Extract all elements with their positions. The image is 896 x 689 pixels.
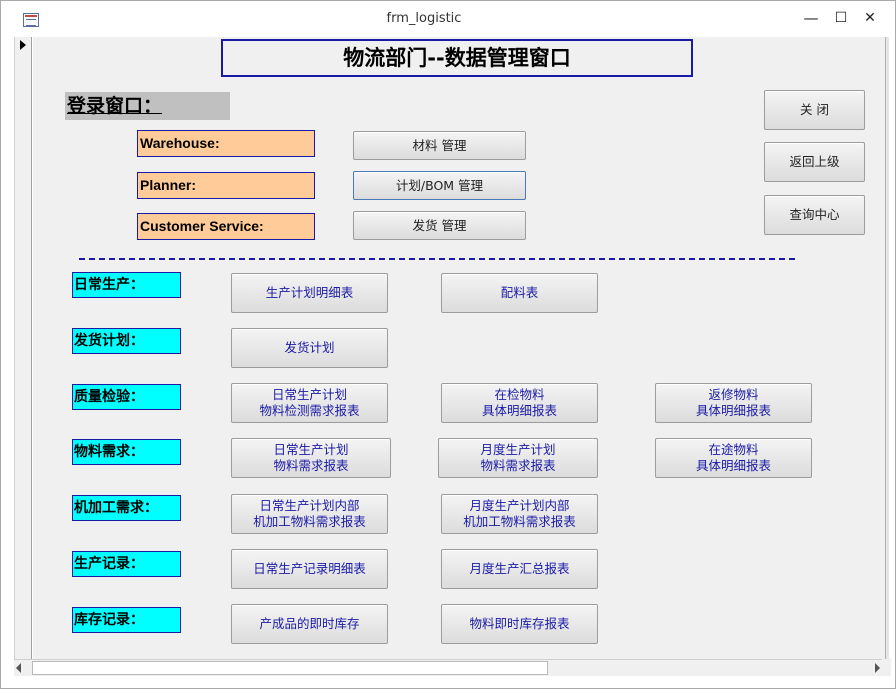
rework-material-button[interactable]: 返修物料 具体明细报表	[655, 383, 812, 423]
shipping-plan-label: 发货计划：	[72, 328, 181, 354]
production-plan-detail-button[interactable]: 生产计划明细表	[231, 273, 388, 313]
scroll-thumb[interactable]	[32, 661, 548, 675]
monthly-production-summary-button[interactable]: 月度生产汇总报表	[441, 549, 598, 589]
title-bar: frm_logistic — ☐ ✕	[1, 1, 895, 37]
minimize-button[interactable]: —	[803, 9, 819, 27]
daily-production-label: 日常生产：	[72, 272, 181, 298]
button-line-1: 返修物料	[708, 387, 759, 402]
daily-inspection-report-button[interactable]: 日常生产计划 物料检测需求报表	[231, 383, 388, 423]
scroll-left-icon[interactable]	[16, 663, 21, 673]
quality-inspection-label: 质量检验：	[72, 384, 181, 410]
current-record-arrow-icon	[20, 40, 26, 50]
button-line-2: 机加工物料需求报表	[463, 514, 576, 529]
page-title: 物流部门--数据管理窗口	[221, 39, 693, 77]
plan-bom-manage-button[interactable]: 计划/BOM 管理	[353, 171, 526, 200]
material-demand-label: 物料需求：	[72, 439, 181, 465]
back-button[interactable]: 返回上级	[764, 142, 865, 182]
daily-material-demand-button[interactable]: 日常生产计划 物料需求报表	[231, 438, 391, 478]
button-line-1: 月度生产计划内部	[469, 498, 570, 513]
in-transit-material-button[interactable]: 在途物料 具体明细报表	[655, 438, 812, 478]
button-line-1: 日常生产计划	[271, 387, 347, 402]
machining-demand-label: 机加工需求：	[72, 495, 181, 521]
material-manage-button[interactable]: 材料 管理	[353, 131, 526, 160]
section-divider	[79, 258, 795, 260]
button-line-1: 日常生产计划内部	[259, 498, 360, 513]
close-button[interactable]: 关 闭	[764, 90, 865, 130]
record-selector[interactable]	[14, 37, 32, 659]
button-line-2: 物料检测需求报表	[259, 403, 360, 418]
button-line-2: 具体明细报表	[481, 403, 557, 418]
button-line-1: 日常生产计划	[273, 442, 349, 457]
planner-label: Planner:	[137, 172, 315, 199]
maximize-button[interactable]: ☐	[834, 10, 848, 26]
button-line-2: 具体明细报表	[695, 403, 771, 418]
query-center-button[interactable]: 查询中心	[764, 195, 865, 235]
material-stock-report-button[interactable]: 物料即时库存报表	[441, 604, 598, 644]
shipping-plan-button[interactable]: 发货计划	[231, 328, 388, 368]
button-line-1: 月度生产计划	[480, 442, 556, 457]
daily-production-record-button[interactable]: 日常生产记录明细表	[231, 549, 388, 589]
production-record-label: 生产记录：	[72, 551, 181, 577]
scroll-right-icon[interactable]	[875, 663, 880, 673]
shipping-manage-button[interactable]: 发货 管理	[353, 211, 526, 240]
monthly-material-demand-button[interactable]: 月度生产计划 物料需求报表	[438, 438, 598, 478]
daily-machining-demand-button[interactable]: 日常生产计划内部 机加工物料需求报表	[231, 494, 388, 534]
batching-table-button[interactable]: 配料表	[441, 273, 598, 313]
login-section-title: 登录窗口：	[65, 92, 230, 120]
monthly-machining-demand-button[interactable]: 月度生产计划内部 机加工物料需求报表	[441, 494, 598, 534]
in-inspection-material-button[interactable]: 在检物料 具体明细报表	[441, 383, 598, 423]
button-line-1: 在检物料	[494, 387, 545, 402]
button-line-2: 物料需求报表	[273, 458, 349, 473]
warehouse-label: Warehouse:	[137, 130, 315, 157]
form-right-border	[885, 37, 889, 659]
button-line-2: 具体明细报表	[695, 458, 771, 473]
form-icon	[23, 13, 39, 27]
window-corner	[882, 659, 891, 676]
horizontal-scrollbar[interactable]	[14, 659, 882, 676]
button-line-1: 在途物料	[708, 442, 759, 457]
button-line-2: 物料需求报表	[480, 458, 556, 473]
window-title: frm_logistic	[386, 11, 462, 26]
finished-goods-stock-button[interactable]: 产成品的即时库存	[231, 604, 388, 644]
customer-service-label: Customer Service:	[137, 213, 315, 240]
inventory-record-label: 库存记录：	[72, 607, 181, 633]
close-window-button[interactable]: ✕	[864, 10, 876, 26]
button-line-2: 机加工物料需求报表	[253, 514, 366, 529]
